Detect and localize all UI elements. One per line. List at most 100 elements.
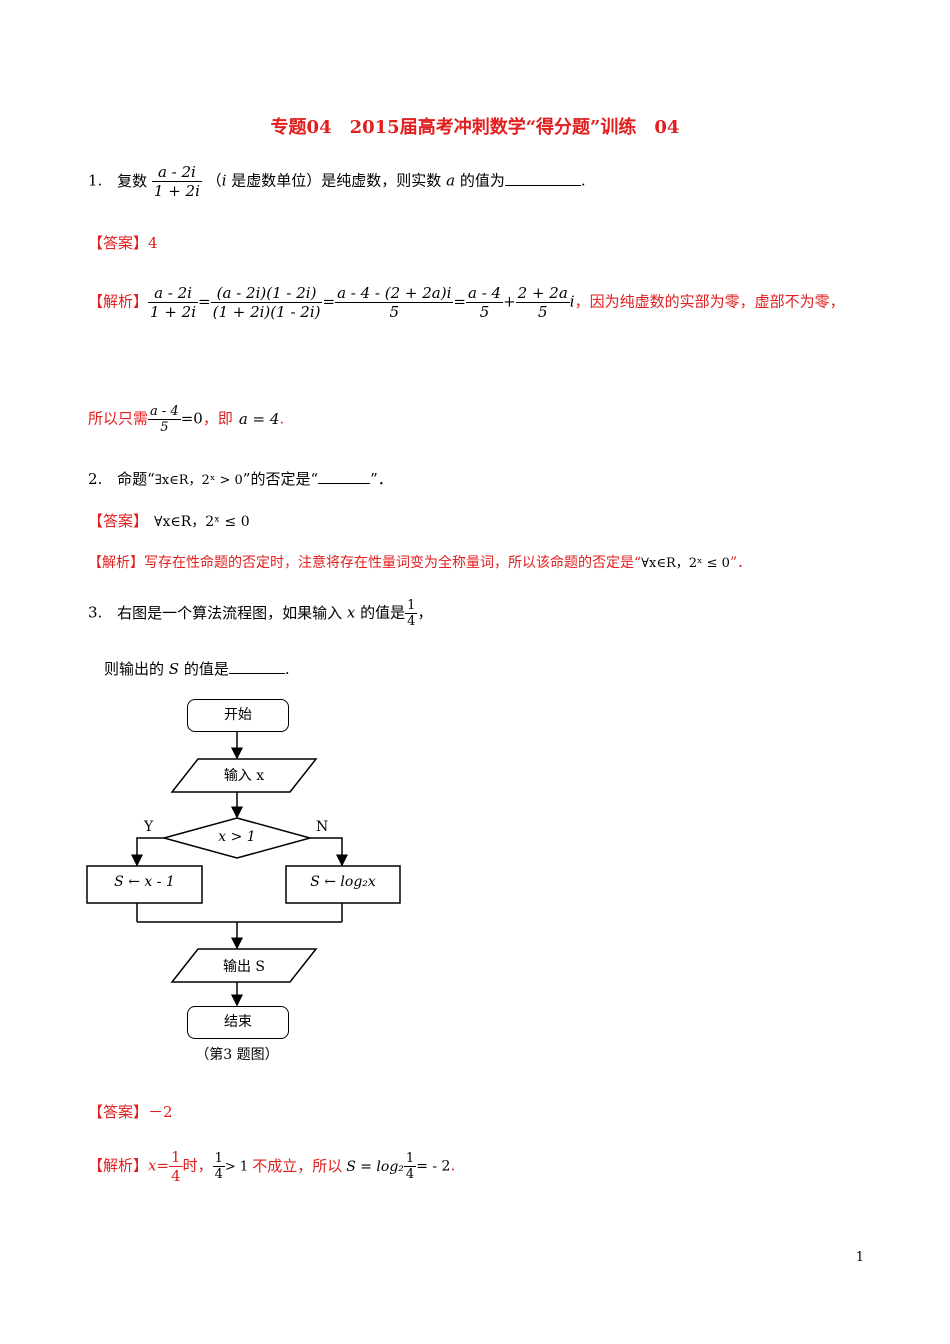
flowchart-caption: （第3 题图） [195, 1047, 279, 1063]
variable-s: S [168, 660, 180, 678]
solution-text: ，因为纯虚数的实部为零，虚部不为零， [574, 292, 845, 311]
plus-sign: + [503, 292, 516, 311]
solution-1: 【解析】 a - 2i 1 + 2i = (a - 2i)(1 - 2i) (1… [88, 284, 845, 321]
equation-part: S = log₂ [346, 1158, 404, 1175]
fraction: a - 4 - (2 + 2a)i 5 [335, 284, 454, 321]
solution-label: 【解析】 [88, 292, 149, 311]
fraction: a - 2i 1 + 2i [148, 284, 199, 321]
question-text: ”的否定是“ [242, 470, 319, 488]
solution-label: 【解析】 [88, 1156, 149, 1175]
fraction-denominator: 5 [515, 302, 570, 321]
solution-2: 【解析】写存在性命题的否定时，注意将存在性量词变为全称量词，所以该命题的否定是“… [88, 552, 751, 572]
question-text: 右图是一个算法流程图，如果输入 [117, 603, 343, 622]
flowchart-end: 结束 [187, 1006, 289, 1039]
answer-label: 【答案】 [88, 1103, 149, 1121]
question-text: 则输出的 [104, 660, 165, 678]
solution-text: ”． [729, 555, 752, 571]
fraction-denominator: (1 + 2i)(1 - 2i) [210, 302, 323, 321]
equation-part: > 1 [224, 1159, 249, 1175]
fraction-numerator: a - 4 - (2 + 2a)i [337, 284, 452, 302]
answer-label: 【答案】 [88, 234, 149, 252]
variable-a: a [446, 171, 456, 190]
answer-blank [228, 673, 285, 674]
flowchart-no-label: N [316, 819, 329, 835]
fraction-denominator: 1 + 2i [151, 181, 202, 200]
fraction: 1 4 [405, 598, 418, 629]
equals-sign: = [322, 292, 336, 311]
fraction-denominator: 4 [169, 1166, 183, 1185]
math-expression: ∃x∈R，2ˣ > 0 [154, 473, 243, 488]
fraction-denominator: 4 [212, 1166, 225, 1182]
fraction: a - 4 5 [148, 404, 181, 435]
period: . [580, 171, 586, 190]
solution-label: 【解析】 [88, 555, 144, 571]
comma: ， [417, 603, 433, 622]
question-number: 2. [88, 470, 103, 488]
fraction-denominator: 5 [335, 302, 454, 321]
solution-text: 不成立，所以 [252, 1156, 343, 1175]
fraction: 1 4 [212, 1151, 225, 1182]
answer-blank [318, 483, 371, 484]
flowchart-input: 输入 x [223, 768, 265, 784]
variable-i: i [221, 171, 227, 190]
fraction-numerator: 1 [407, 598, 416, 613]
question-text: 命题“ [117, 470, 155, 488]
answer-value: 4 [148, 234, 158, 252]
fraction-numerator: a - 2i [157, 163, 196, 181]
question-3: 3. 右图是一个算法流程图，如果输入 x 的值是 1 4 ， [88, 598, 432, 629]
flowchart-yes-label: Y [144, 819, 154, 835]
equation-result: = - 2 [416, 1158, 451, 1175]
flowchart-output: 输出 S [222, 959, 266, 975]
fraction: a - 2i 1 + 2i [151, 163, 202, 200]
answer-2: 【答案】∀x∈R，2ˣ ≤ 0 [88, 510, 250, 531]
fraction: 1 4 [169, 1148, 183, 1185]
period: . [450, 1156, 456, 1175]
answer-blank [504, 184, 581, 186]
solution-text: 所以只需 [88, 409, 149, 428]
fraction-numerator: 1 [171, 1148, 181, 1166]
page-title: 专题04 2015届高考冲刺数学“得分题”训练 04 [270, 117, 680, 138]
flowchart-left-process: S ← x - 1 [114, 874, 175, 890]
question-text: ”． [370, 470, 393, 488]
question-3-line-2: 则输出的 S 的值是. [104, 658, 290, 679]
flowchart-condition: x > 1 [218, 829, 256, 845]
period: . [279, 409, 285, 428]
fraction-numerator: a - 4 [150, 404, 179, 419]
fraction-denominator: 5 [148, 419, 181, 435]
period: . [284, 660, 290, 678]
equation-part: =0 [180, 409, 203, 428]
fraction-numerator: (a - 2i)(1 - 2i) [216, 284, 317, 302]
equation-part: x= [148, 1156, 170, 1175]
solution-text: ，即 [202, 409, 233, 428]
math-expression: ∀x∈R，2ˣ ≤ 0 [641, 556, 730, 571]
question-number: 3. [88, 603, 103, 622]
fraction-denominator: 4 [405, 613, 418, 629]
answer-label: 【答案】 [88, 512, 149, 530]
answer-value: －2 [148, 1103, 173, 1121]
variable-i: i [569, 292, 575, 311]
solution-text: 时， [182, 1156, 213, 1175]
flowchart-right-process: S ← log₂x [310, 874, 376, 890]
fraction-numerator: a - 4 [467, 284, 502, 302]
fraction-numerator: a - 2i [154, 284, 192, 302]
question-text: 是虚数单位）是纯虚数，则实数 [231, 171, 442, 190]
equals-sign: = [198, 292, 211, 311]
fraction-denominator: 5 [465, 302, 504, 321]
fraction-denominator: 4 [403, 1166, 417, 1182]
flowchart: 开始 输入 x x > 1 Y N S ← x - 1 S ← log₂x 输出… [80, 695, 410, 1075]
flowchart-start: 开始 [187, 699, 289, 732]
fraction: (a - 2i)(1 - 2i) (1 + 2i)(1 - 2i) [210, 284, 323, 321]
paren-open: （ [206, 171, 222, 190]
equation-result: a = 4 [238, 409, 280, 428]
flowchart-lines [86, 732, 401, 1007]
fraction: a - 4 5 [465, 284, 504, 321]
fraction-denominator: 1 + 2i [148, 302, 199, 321]
question-number: 1. [88, 171, 103, 190]
question-text: 复数 [117, 171, 148, 190]
solution-text: 写存在性命题的否定时，注意将存在性量词变为全称量词，所以该命题的否定是“ [144, 555, 642, 571]
answer-3: 【答案】－2 [88, 1101, 173, 1122]
fraction-numerator: 1 [214, 1151, 223, 1166]
variable-x: x [346, 603, 356, 622]
fraction: 2 + 2a 5 [515, 284, 570, 321]
